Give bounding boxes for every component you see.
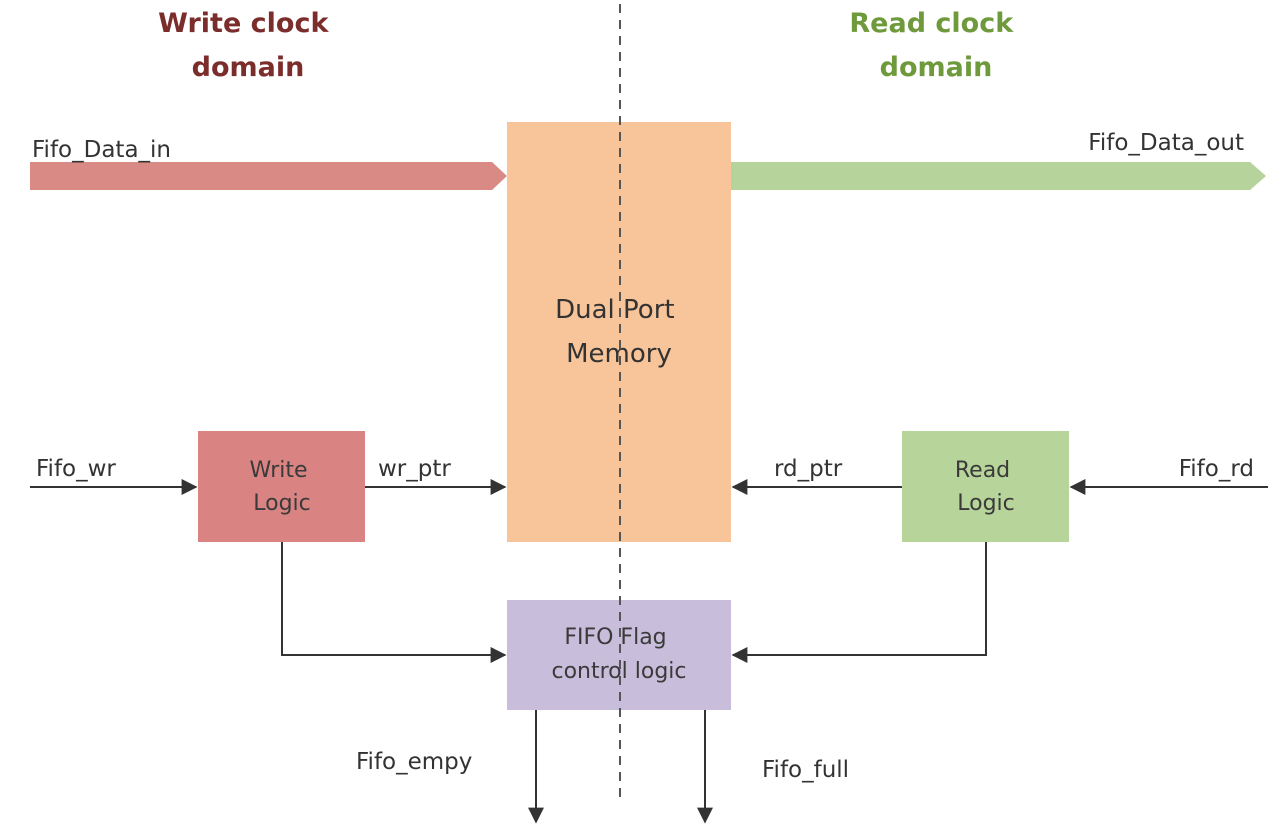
fifo-full-label: Fifo_full: [762, 757, 849, 783]
fifo-wr-label: Fifo_wr: [36, 456, 116, 482]
read-logic-label: Read Logic: [955, 458, 1017, 516]
fifo-empty-label: Fifo_empy: [356, 749, 472, 775]
fifo-rd-label: Fifo_rd: [1179, 456, 1254, 482]
write-logic-label: Write Logic: [249, 458, 314, 516]
memory-label: Dual Port Memory: [555, 295, 683, 369]
write-to-flag-connector: [281, 542, 507, 663]
read-logic-block: [902, 431, 1069, 542]
data-out-label: Fifo_Data_out: [1088, 130, 1244, 156]
write-domain-title: Write clock domain: [158, 8, 338, 83]
data-in-label: Fifo_Data_in: [32, 137, 171, 163]
write-logic-block: [198, 431, 365, 542]
rd-ptr-label: rd_ptr: [774, 456, 843, 482]
read-domain-title: Read clock domain: [849, 8, 1022, 83]
wr-ptr-label: wr_ptr: [378, 456, 451, 482]
data-out-arrow: [730, 162, 1266, 190]
data-in-arrow: [30, 162, 507, 190]
read-to-flag-connector: [731, 542, 987, 663]
